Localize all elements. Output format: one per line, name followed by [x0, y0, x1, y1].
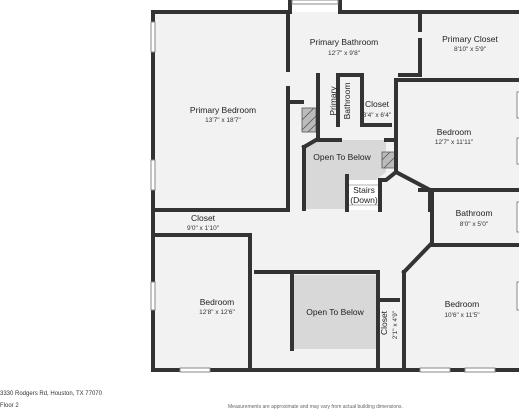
- closet-west-dims: 9'0" x 1'10": [187, 225, 220, 232]
- bedroom-se-dims: 10'6" x 11'5": [444, 312, 480, 319]
- bathroom-east-name: Bathroom: [456, 208, 493, 218]
- bedroom-ne-dims: 12'7" x 11'11": [435, 139, 474, 146]
- stairs-line1: Stairs: [353, 185, 375, 195]
- stairs-line2: (Down): [350, 195, 378, 205]
- closet-small-name: Closet: [379, 310, 389, 335]
- walls: [151, 0, 519, 372]
- primary-bedroom-name: Primary Bedroom: [190, 105, 256, 115]
- primary-bathroom-small-line2: Bathroom: [342, 83, 352, 120]
- bedroom-ne-name: Bedroom: [437, 127, 472, 137]
- primary-bathroom-name: Primary Bathroom: [310, 37, 379, 47]
- primary-bedroom-dims: 13'7" x 18'7": [205, 117, 241, 124]
- closet-small-dims: 2'1" x 4'9": [392, 310, 399, 339]
- bedroom-se-name: Bedroom: [445, 299, 480, 309]
- closet-center-name: Closet: [365, 99, 390, 109]
- primary-closet-dims: 8'10" x 5'9": [454, 46, 487, 53]
- bathroom-east-dims: 8'0" x 5'0": [460, 221, 489, 228]
- footer-floor: Floor 2: [0, 403, 19, 409]
- closet-west-name: Closet: [191, 213, 216, 223]
- open-to-below-bottom-name: Open To Below: [306, 307, 364, 317]
- closet-center-dims: 3'4" x 6'4": [363, 112, 392, 119]
- windows: [150, 0, 519, 373]
- open-to-below-top-name: Open To Below: [313, 152, 371, 162]
- footer-disclaimer: Measurements are approximate and may var…: [228, 404, 403, 410]
- footer-address: 3330 Rodgers Rd, Houston, TX 77070: [0, 391, 102, 397]
- bedroom-sw-dims: 12'8" x 12'6": [199, 309, 235, 316]
- room-labels: Primary Bathroom 12'7" x 9'8" Primary Cl…: [187, 34, 499, 339]
- primary-closet-name: Primary Closet: [442, 34, 498, 44]
- primary-bathroom-small-line1: Primary: [328, 86, 338, 116]
- primary-bathroom-dims: 12'7" x 9'8": [328, 50, 361, 57]
- open-to-below-bottom-area: [294, 275, 378, 349]
- bedroom-sw-name: Bedroom: [200, 297, 235, 307]
- stairs-lines: [347, 184, 380, 206]
